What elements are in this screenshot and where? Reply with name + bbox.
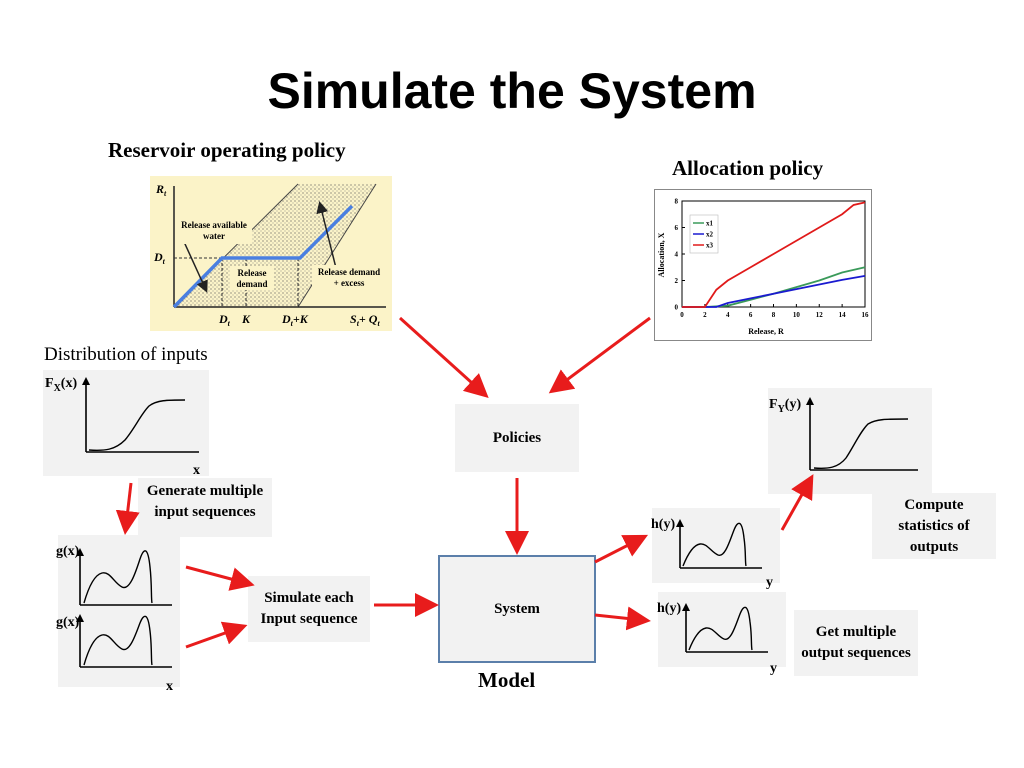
policies-label: Policies bbox=[492, 429, 542, 446]
output-pdf-2-panel bbox=[658, 592, 786, 667]
output-cdf-curve bbox=[813, 418, 909, 469]
policies-box: Policies bbox=[455, 404, 579, 472]
output-pdf-1-plot: h(y) y bbox=[651, 517, 773, 590]
system-label: System bbox=[494, 600, 540, 617]
compute-line-2: statistics of bbox=[898, 517, 970, 534]
arrow-allocation-to-policies bbox=[548, 316, 651, 394]
generate-sequences-box: Generate multiple input sequences bbox=[138, 478, 272, 537]
model-label: Model bbox=[478, 668, 536, 692]
x-tick-label: 14 bbox=[839, 311, 847, 319]
reservoir-policy-plot: Release available water Release demand R… bbox=[150, 176, 392, 331]
ann-excess: + excess bbox=[334, 278, 365, 288]
output-cdf-plot: FY(y) bbox=[769, 397, 918, 471]
distribution-heading: Distribution of inputs bbox=[44, 344, 208, 365]
arrow-system-to-output2 bbox=[594, 606, 651, 631]
system-box: System bbox=[438, 555, 596, 663]
series-line-x2 bbox=[682, 274, 866, 308]
input-pdf-panel bbox=[58, 535, 180, 687]
reservoir-policy-heading: Reservoir operating policy bbox=[108, 138, 346, 162]
allocation-x-label: Release, R bbox=[748, 327, 784, 336]
generate-line-1: Generate multiple bbox=[146, 483, 264, 499]
x-tick-label: 6 bbox=[749, 311, 753, 319]
input-cdf-curve bbox=[88, 399, 186, 451]
output-pdf-2-plot: h(y) y bbox=[657, 601, 777, 676]
y-tick-label: 0 bbox=[675, 304, 679, 312]
x-tick-label: 2 bbox=[703, 311, 707, 319]
ann-release-demand: Release demand bbox=[318, 267, 380, 277]
input-cdf-plot: FX(x) x bbox=[45, 376, 200, 476]
x-tick-label: 12 bbox=[816, 311, 824, 319]
output-pdf-1-label: h(y) bbox=[651, 517, 675, 532]
get-multiple-box: Get multiple output sequences bbox=[794, 610, 918, 676]
simulate-line-1: Simulate each bbox=[264, 590, 354, 606]
arrow-system-to-output1 bbox=[594, 534, 649, 564]
x-tick-label: 8 bbox=[772, 311, 776, 319]
arrow-cdf-to-pdfs bbox=[115, 482, 140, 535]
y-tick-label: 6 bbox=[675, 224, 679, 232]
simulate-box: Simulate each Input sequence bbox=[248, 576, 370, 642]
get-multiple-line-1: Get multiple bbox=[815, 624, 897, 640]
page-title: Simulate the System bbox=[267, 63, 757, 119]
y-tick-label: 8 bbox=[675, 198, 679, 206]
output-pdf-curve-2 bbox=[688, 606, 753, 651]
allocation-policy-heading: Allocation policy bbox=[672, 156, 824, 180]
generate-line-2: input sequences bbox=[154, 504, 256, 520]
x-tick-dt: Dt bbox=[218, 312, 231, 328]
reservoir-y-label: Rt bbox=[155, 182, 167, 198]
input-pdf-1-label: g(x) bbox=[56, 544, 80, 559]
output-pdf-curve-1 bbox=[682, 522, 747, 567]
allocation-chart-frame bbox=[654, 189, 872, 341]
ann-release: Release bbox=[238, 268, 267, 278]
input-pdf-2-label: g(x) bbox=[56, 615, 80, 630]
x-tick-dtk: Dt+K bbox=[281, 312, 309, 328]
compute-line-1: Compute bbox=[904, 496, 964, 513]
y-tick-label: 2 bbox=[675, 277, 679, 285]
reservoir-d-label: Dt bbox=[153, 250, 166, 266]
allocation-policy-chart: 0 2 4 6 8 10 12 14 16 0 2 4 6 8 x1 x2 x3 Release, R Allo… bbox=[654, 189, 872, 341]
x-tick-label: 10 bbox=[793, 311, 801, 319]
x-tick-k: K bbox=[241, 312, 251, 326]
arrow-pdf1-to-simulate bbox=[185, 565, 255, 591]
x-tick-label: 4 bbox=[726, 311, 730, 319]
allocation-y-label: Allocation, X bbox=[657, 232, 666, 277]
legend-label-x2: x2 bbox=[706, 231, 714, 239]
ann-release-available: Release available bbox=[181, 220, 247, 230]
input-pdf-x-label: x bbox=[166, 679, 173, 693]
input-cdf-label: FX(x) bbox=[45, 376, 77, 394]
y-tick-label: 4 bbox=[675, 251, 679, 259]
output-cdf-label: FY(y) bbox=[769, 397, 801, 415]
x-tick-label: 16 bbox=[862, 311, 870, 319]
ann-water: water bbox=[203, 231, 225, 241]
output-pdf-1-x-label: y bbox=[766, 575, 773, 590]
arrow-reservoir-to-policies bbox=[398, 316, 489, 399]
compute-statistics-box: Compute statistics of outputs bbox=[872, 493, 996, 559]
input-pdf-plots: g(x) g(x) x bbox=[56, 544, 173, 693]
legend-label-x1: x1 bbox=[706, 220, 714, 228]
get-multiple-line-2: output sequences bbox=[801, 645, 911, 661]
series-line-x3 bbox=[682, 201, 866, 308]
compute-line-3: outputs bbox=[909, 538, 959, 555]
output-pdf-2-label: h(y) bbox=[657, 601, 681, 616]
output-pdf-2-x-label: y bbox=[770, 661, 777, 676]
arrow-pdf2-to-simulate bbox=[185, 621, 248, 649]
simulate-line-2: Input sequence bbox=[260, 611, 358, 627]
legend-label-x3: x3 bbox=[706, 242, 714, 250]
ann-demand: demand bbox=[236, 279, 267, 289]
feasible-region bbox=[174, 184, 376, 307]
output-pdf-1-panel bbox=[652, 508, 780, 583]
input-pdf-curve-2 bbox=[83, 615, 153, 666]
input-cdf-x-label: x bbox=[193, 463, 200, 476]
input-pdf-curve-1 bbox=[83, 550, 153, 604]
input-cdf-panel bbox=[43, 370, 209, 476]
x-tick-label: 0 bbox=[680, 311, 684, 319]
x-tick-sq: St+ Qt bbox=[350, 312, 380, 328]
